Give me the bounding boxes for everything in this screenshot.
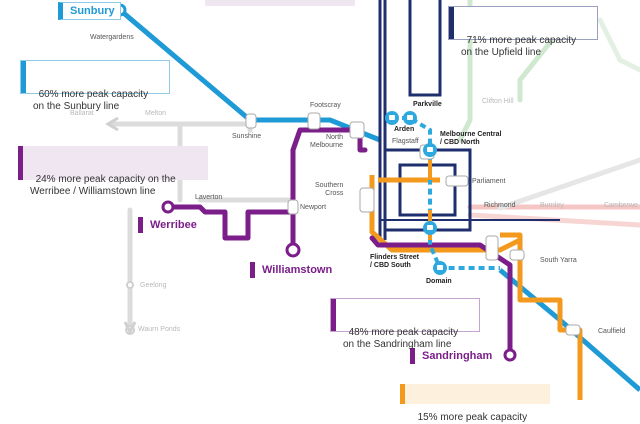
sandringham-terminus — [503, 348, 517, 362]
williamstown-terminus — [285, 242, 301, 258]
geelong-arrow — [123, 321, 137, 336]
callout-werribee-text: 24% more peak capacity on the Werribee /… — [30, 174, 176, 197]
callout-bottom-bar — [400, 384, 405, 404]
tag-werribee: Werribee — [138, 217, 202, 233]
callout-bottom-text: 15% more peak capacity — [417, 412, 528, 423]
callout-sandringham-text: 48% more peak capacity on the Sandringha… — [343, 327, 459, 350]
callout-sunbury-text: 60% more peak capacity on the Sunbury li… — [33, 89, 149, 112]
station-markers — [245, 112, 581, 336]
station-burnley: Burnley — [540, 202, 564, 209]
station-newport: Newport — [300, 204, 327, 211]
station-waurn-ponds: Waurn Ponds — [138, 326, 181, 333]
station-flagstaff: Flagstaff — [392, 138, 419, 145]
tag-sandringham: Sandringham — [410, 348, 498, 364]
station-richmond: Richmond — [484, 202, 516, 209]
callout-upfield: 71% more peak capacity on the Upfield li… — [448, 6, 598, 58]
station-southern-cross: Southern Cross — [315, 182, 344, 197]
callout-sandringham: 48% more peak capacity on the Sandringha… — [330, 298, 480, 350]
callout-bottom: 15% more peak capacity — [400, 384, 550, 423]
station-arden: Arden — [394, 126, 415, 133]
station-ballarat: Ballarat — [70, 110, 94, 117]
city-loop — [378, 0, 560, 240]
station-parkville: Parkville — [413, 101, 442, 108]
station-footscray: Footscray — [310, 102, 341, 109]
tag-sunbury: Sunbury — [58, 2, 121, 20]
station-caulfield: Caulfield — [598, 328, 626, 335]
station-melbourne-central: Melbourne Central / CBD North — [440, 131, 502, 146]
station-laverton: Laverton — [195, 194, 223, 201]
station-clifton-hill: Clifton Hill — [482, 98, 514, 105]
station-domain: Domain — [426, 278, 452, 285]
callout-sunbury: 60% more peak capacity on the Sunbury li… — [20, 60, 170, 112]
station-melton: Melton — [145, 110, 167, 117]
station-watergardens: Watergardens — [90, 34, 134, 41]
faint-grey-tail — [497, 157, 640, 211]
network-map — [105, 0, 640, 400]
sunbury-line — [118, 8, 381, 143]
station-geelong: Geelong — [140, 282, 167, 289]
tag-williamstown: Williamstown — [250, 262, 338, 278]
station-north-melbourne: North Melbourne — [310, 134, 344, 149]
partial-callout-top — [205, 0, 355, 6]
station-south-yarra: South Yarra — [540, 257, 577, 264]
callout-upfield-text: 71% more peak capacity on the Upfield li… — [461, 35, 577, 58]
faint-green-line-2 — [517, 27, 563, 103]
station-parliament: Parliament — [472, 178, 506, 185]
station-sunshine: Sunshine — [232, 133, 262, 140]
callout-upfield-bar — [449, 7, 454, 39]
station-flinders-street: Flinders Street / CBD South — [370, 254, 420, 269]
callout-sunbury-bar — [21, 61, 26, 93]
metro-station-icons — [385, 111, 447, 275]
callout-werribee-bar — [18, 146, 23, 180]
station-camberwell: Camberwe — [604, 202, 638, 209]
werribee-terminus — [161, 200, 175, 214]
callout-sandringham-bar — [331, 299, 336, 331]
ballarat-arrow — [105, 116, 119, 132]
faint-green-line-3 — [597, 17, 640, 73]
callout-werribee: 24% more peak capacity on the Werribee /… — [18, 146, 208, 197]
